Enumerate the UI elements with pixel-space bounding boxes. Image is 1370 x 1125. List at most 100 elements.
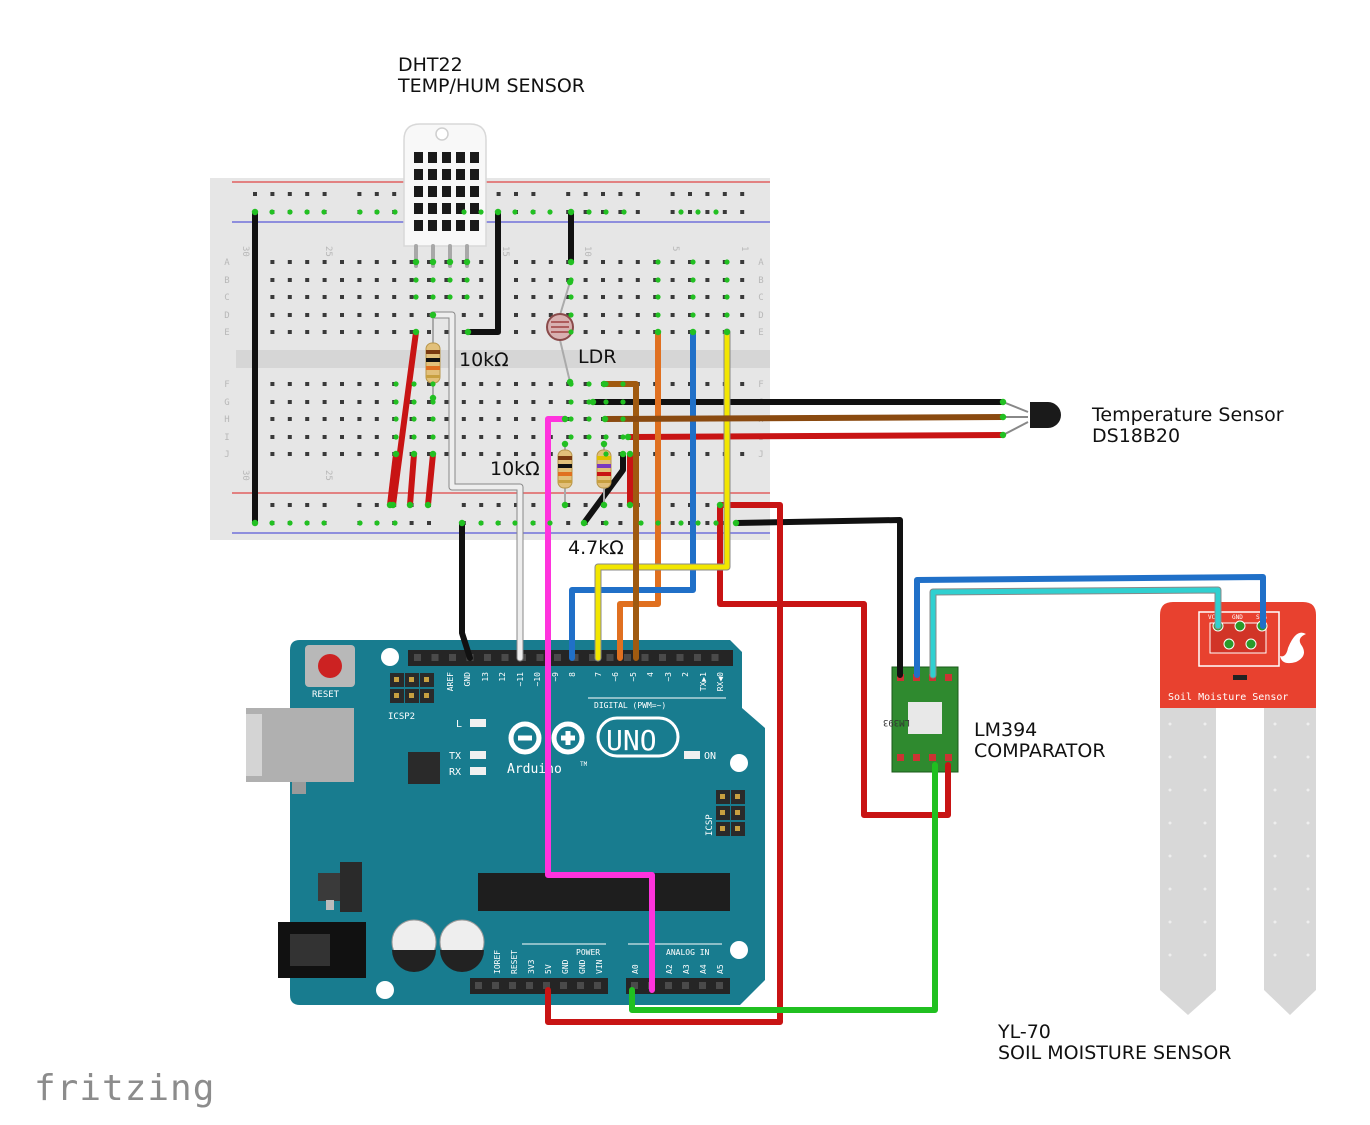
probe-dot [1203,821,1207,825]
probe-dot [1168,821,1172,825]
header-pin-contact [394,677,399,682]
breadboard-hole [374,295,379,299]
reset-button-cap[interactable] [318,654,342,678]
breadboard-hole [357,400,362,404]
connection-dot [447,277,453,283]
connection-dot [512,520,518,526]
connection-dot [568,399,574,405]
connection-dot [374,209,380,215]
breadboard-hole [514,260,518,264]
connection-dot [392,450,400,458]
digital-pin-label: TX▶1 [699,672,708,691]
ldr-photoresistor [546,281,574,383]
probe-dot [1306,953,1310,957]
header-socket [526,982,533,989]
connection-dot [464,277,470,283]
breadboard-hole [566,295,571,299]
breadboard-hole [670,521,675,525]
header-pin-contact [735,810,740,815]
breadboard-hole [740,382,745,386]
connection-dot [412,258,420,266]
header-socket [577,982,584,989]
breadboard-hole [427,260,431,264]
breadboard-hole [270,278,275,282]
wire-yellow [595,329,730,661]
connection-dot [547,520,553,526]
uno-label: UNO [606,724,657,757]
connection-dot [567,208,575,216]
breadboard-hole [427,295,431,299]
usb-chip [408,752,440,784]
connection-dot [393,381,399,387]
breadboard-hole [548,400,553,404]
breadboard-hole [705,313,710,317]
row-letter: D [224,311,229,321]
grille-slot [470,203,479,214]
mount-hole [381,648,399,666]
breadboard-hole [496,417,501,421]
wire-dht-vcc [390,329,419,508]
breadboard-column-numbers: 30 25 15 10 5 1 30 25 [240,246,749,481]
breadboard-hole [444,382,449,386]
breadboard-hole [514,452,518,456]
connection-dot [269,520,275,526]
breadboard-hole [444,295,449,299]
breadboard-hole [305,382,310,386]
connection-dot [430,277,436,283]
breadboard-hole [583,452,588,456]
breadboard-hole [322,330,327,334]
breadboard-hole [287,400,292,404]
breadboard-hole [670,278,675,282]
connection-dot [429,394,437,402]
breadboard-hole [531,313,536,317]
breadboard-hole [374,400,379,404]
l-led-label: L [456,719,462,730]
breadboard-hole [705,210,710,214]
connection-dot [430,294,436,300]
header-socket [492,982,499,989]
breadboard-hole [340,435,344,439]
breadboard-hole [496,503,501,507]
breadboard-hole [461,400,466,404]
chip-marking: LM393 [883,717,910,727]
resistor-10k-1-label: 10kΩ [459,349,509,371]
breadboard-hole [479,417,484,421]
breadboard-hole [583,295,588,299]
row-letter: A [224,258,230,268]
breadboard-hole [340,452,344,456]
power-pin-label: RESET [510,950,519,974]
probe-dot [1168,788,1172,792]
breadboard-hole [461,503,466,507]
header-pin-contact [720,810,725,815]
row-letter: A [758,258,764,268]
breadboard-hole [461,260,466,264]
breadboard-hole [514,192,518,196]
breadboard-hole [357,192,362,196]
breadboard-hole [566,192,571,196]
breadboard-hole [531,295,536,299]
breadboard-hole [496,192,501,196]
breadboard-hole [496,435,501,439]
header-socket [554,654,561,661]
connection-dot [568,434,574,440]
breadboard-hole [514,400,518,404]
header-socket [659,654,666,661]
breadboard-hole [357,330,362,334]
breadboard-hole [461,278,466,282]
connection-dot [695,520,701,526]
connection-dot [580,519,588,527]
connection-dot [586,434,592,440]
connection-dot [478,209,484,215]
breadboard-hole [392,278,397,282]
breadboard-hole [374,330,379,334]
connection-dot [287,520,293,526]
breadboard-hole [287,260,292,264]
breadboard-hole [548,260,553,264]
breadboard-hole [392,192,397,196]
breadboard-hole [444,452,449,456]
analog-pin-label: A0 [631,964,640,974]
connection-dot [655,520,661,526]
ldr-label: LDR [578,346,617,368]
breadboard-hole [653,260,658,264]
